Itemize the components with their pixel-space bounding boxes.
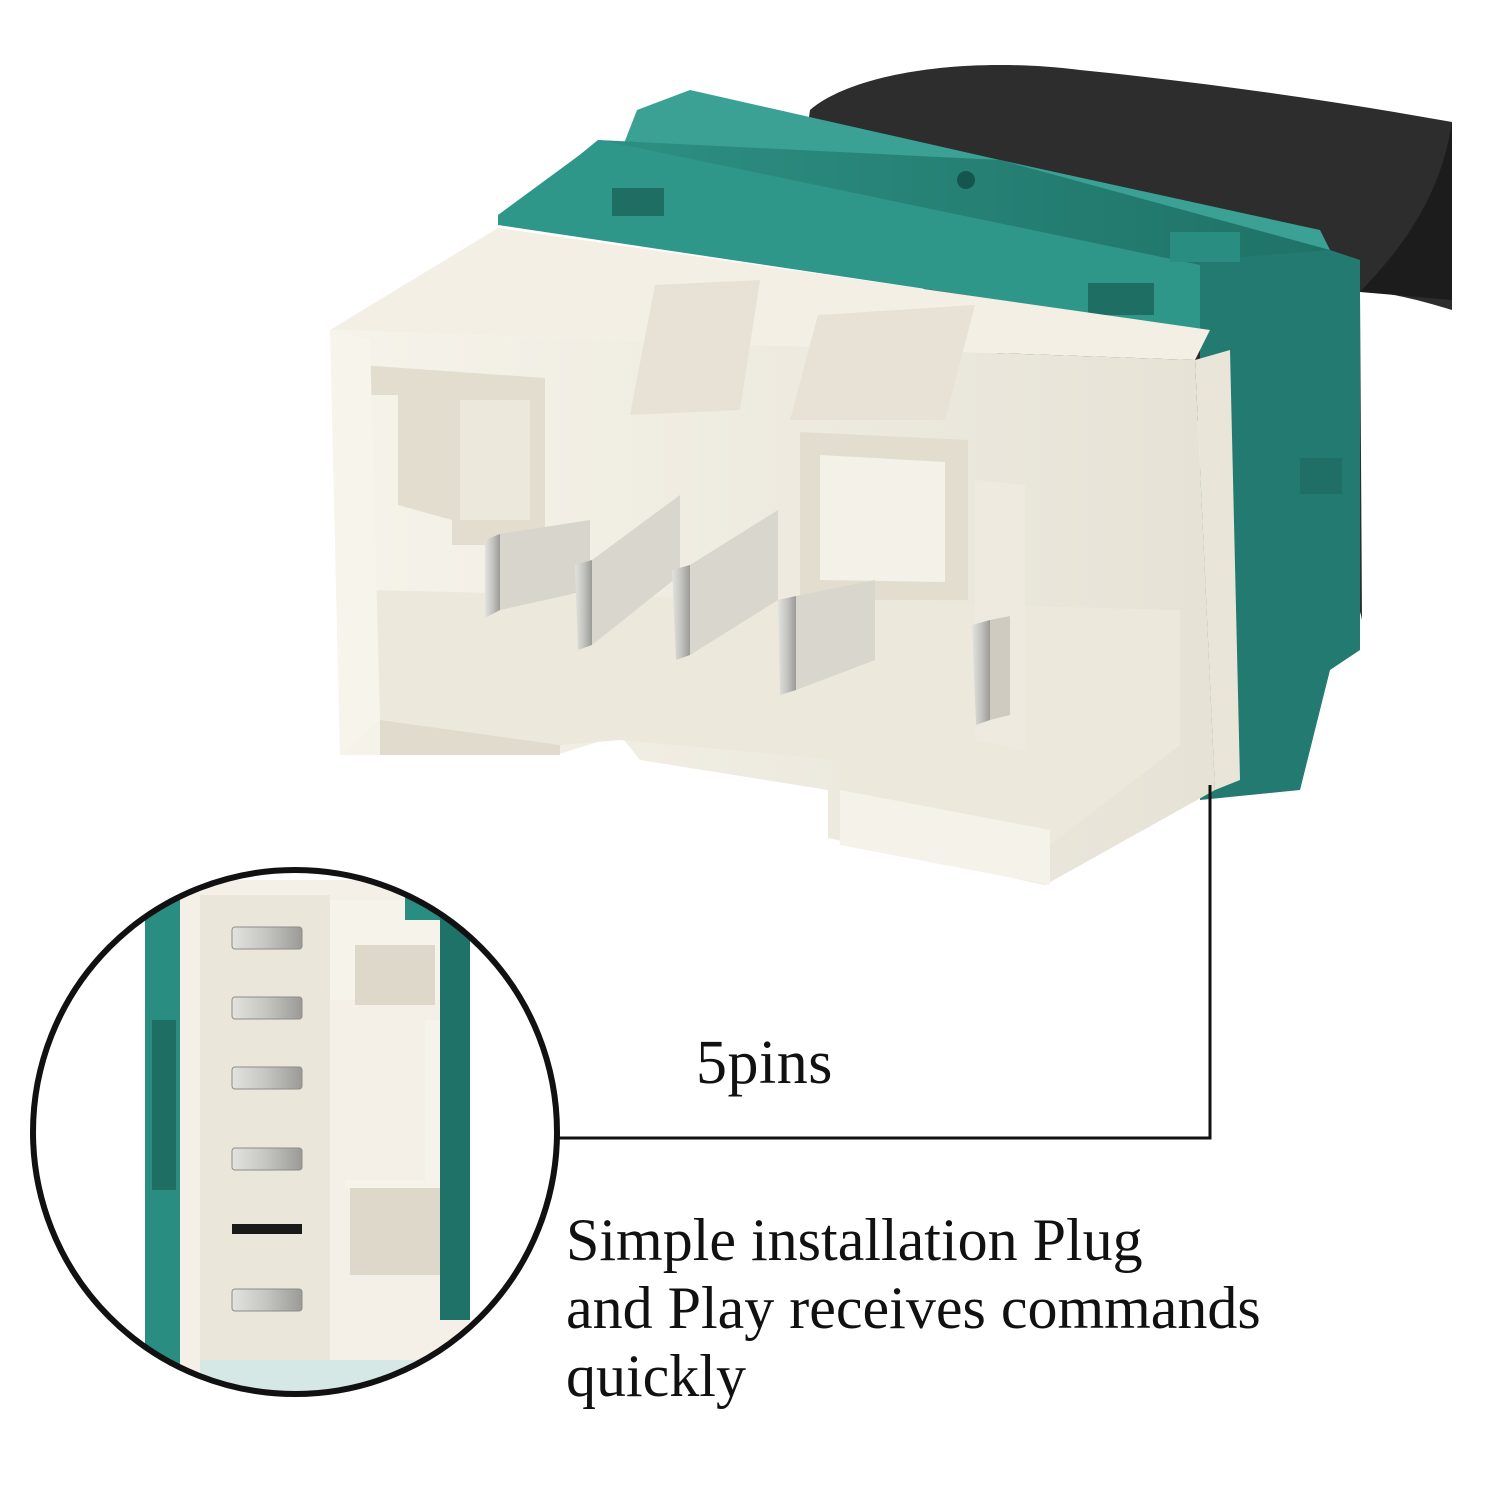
inset-pin [231,1147,303,1171]
inset-pin [231,996,303,1020]
leader-line [556,785,1212,1140]
pin-count-label: 5pins [696,1029,833,1097]
teal-housing [498,90,1360,800]
pin [575,495,680,650]
pin [485,520,590,618]
description-line: and Play receives commands [566,1275,1261,1341]
inset-pin-slot [232,1224,302,1234]
pin [778,580,875,695]
inset-border [30,867,560,1397]
front-pins [485,495,1010,725]
inset-pin [231,1288,303,1312]
pin [972,616,1010,725]
inset-pin [231,926,303,950]
pin [672,510,778,660]
description-line: Simple installation Plug [566,1207,1143,1273]
inset-pin [231,1066,303,1090]
description-line: quickly [566,1343,746,1409]
white-connector [330,228,1240,885]
inset-closeup [30,867,560,1397]
feature-description: Simple installation Plug and Play receiv… [566,1206,1476,1410]
